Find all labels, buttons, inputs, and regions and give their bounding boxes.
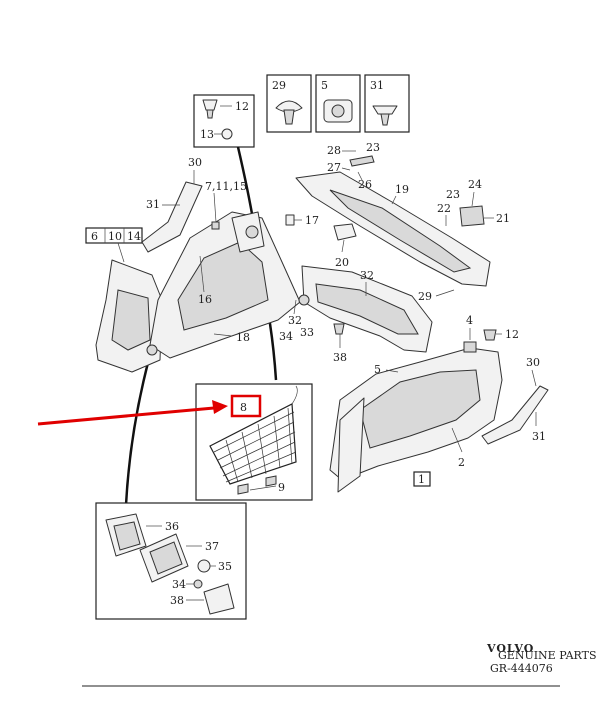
label-30-right: 30 <box>526 356 540 369</box>
label-30-left: 30 <box>188 156 202 169</box>
label-18: 18 <box>236 331 250 344</box>
label-38-mid: 38 <box>333 351 347 364</box>
inset-part-12-13: 12 13 <box>193 94 255 148</box>
right-trunk-trim: 2 5 <box>329 347 503 493</box>
label-19: 19 <box>395 183 409 196</box>
net-mesh <box>213 407 297 483</box>
parcel-shelf: 19 28 23 27 26 29 <box>295 141 491 303</box>
label-17: 17 <box>305 214 319 227</box>
label-21: 21 <box>496 212 510 225</box>
strip-30-left: 30 31 <box>141 156 203 253</box>
label-38-bottom: 38 <box>170 594 184 607</box>
label-2: 2 <box>458 456 465 469</box>
label-9: 9 <box>278 481 285 494</box>
label-31-left: 31 <box>146 198 160 211</box>
label-4: 4 <box>466 314 473 327</box>
label-5-right: 5 <box>374 363 381 376</box>
label-32: 32 <box>360 269 374 282</box>
label-31-right: 31 <box>532 430 546 443</box>
label-7-11-15: 7,11,15 <box>205 180 247 193</box>
svg-text:GENUINE PARTS: GENUINE PARTS <box>498 649 597 662</box>
label-23-right: 23 <box>446 188 460 201</box>
part-20: 20 <box>333 223 357 269</box>
inset-bottom-parts: 36 37 35 34 38 <box>95 502 247 620</box>
label-23-top: 23 <box>366 141 380 154</box>
rear-sill-panel: 32 <box>301 265 433 353</box>
label-13: 13 <box>200 128 214 141</box>
label-36: 36 <box>165 520 179 533</box>
left-trunk-trim: 16 18 <box>146 211 301 359</box>
inset-part-5: 5 <box>315 74 361 133</box>
label-37: 37 <box>205 540 219 553</box>
label-32-clip: 32 <box>288 314 302 327</box>
label-28: 28 <box>327 144 341 157</box>
label-33: 33 <box>300 326 314 339</box>
label-6: 6 <box>91 230 98 243</box>
highlight-arrow <box>37 400 228 426</box>
label-22: 22 <box>437 202 451 215</box>
label-24: 24 <box>468 178 482 191</box>
label-14: 14 <box>127 230 141 243</box>
svg-text:VOLVO: VOLVO <box>486 642 534 655</box>
label-34-bottom: 34 <box>172 578 186 591</box>
strip-30-right: 30 31 <box>481 356 549 445</box>
label-12-top: 12 <box>235 100 249 113</box>
label-35: 35 <box>218 560 232 573</box>
label-5: 5 <box>321 79 328 92</box>
inset-part-31: 31 <box>364 74 410 133</box>
label-29-shelf: 29 <box>418 290 432 303</box>
label-12-right: 12 <box>505 328 519 341</box>
highlight-box-8 <box>230 394 262 418</box>
label-31: 31 <box>370 79 384 92</box>
left-side-panel: 6 10 14 <box>85 227 163 373</box>
label-8: 8 <box>240 401 247 414</box>
label-16: 16 <box>198 293 212 306</box>
label-29: 29 <box>272 79 286 92</box>
label-27: 27 <box>327 161 341 174</box>
volvo-logo: VOLVO GENUINE PARTS <box>486 642 597 662</box>
cable-bottom <box>124 354 152 506</box>
label-10: 10 <box>108 230 122 243</box>
label-1: 1 <box>418 473 425 486</box>
inset-part-29: 29 <box>266 74 312 133</box>
label-34-top: 34 <box>279 330 293 343</box>
drawing-reference: GR-444076 <box>490 662 553 675</box>
label-20: 20 <box>335 256 349 269</box>
label-26: 26 <box>358 178 372 191</box>
